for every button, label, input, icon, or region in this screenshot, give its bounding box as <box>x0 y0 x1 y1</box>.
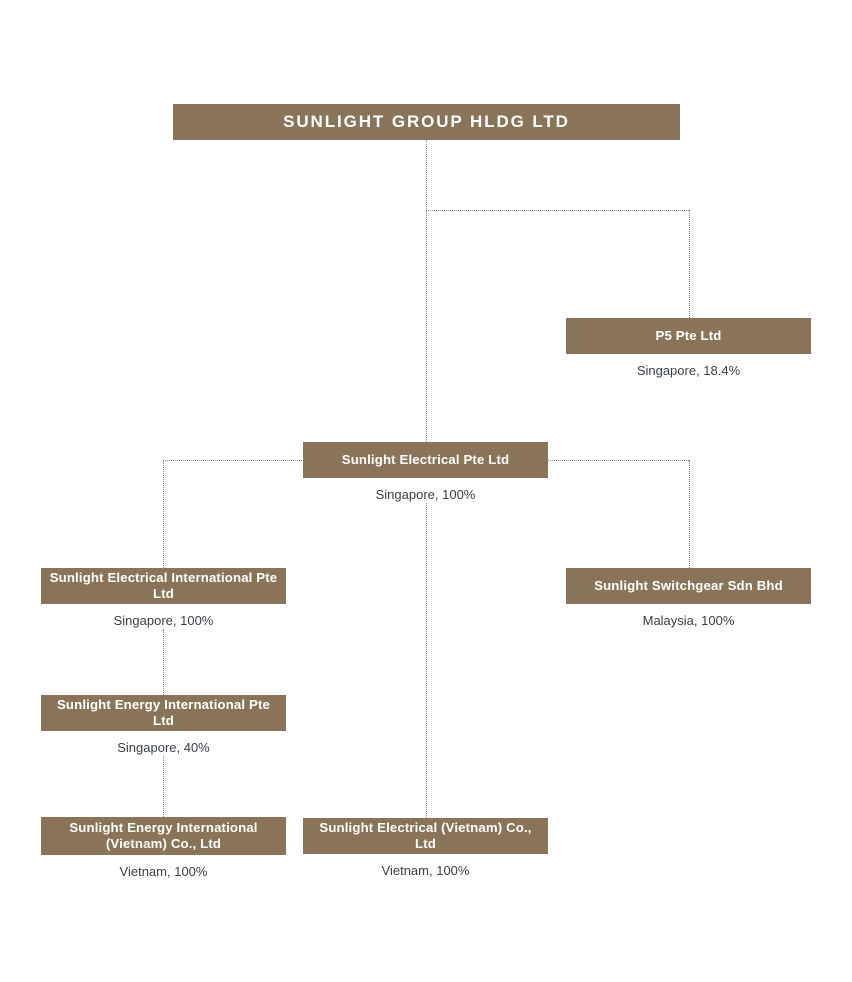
node-sunlight-electrical-pte-ltd[interactable]: Sunlight Electrical Pte Ltd Singapore, 1… <box>303 442 548 503</box>
node-sunlight-energy-international-pte-ltd[interactable]: Sunlight Energy International Pte Ltd Si… <box>41 695 286 756</box>
node-sunlight-switchgear-sdn-bhd[interactable]: Sunlight Switchgear Sdn Bhd Malaysia, 10… <box>566 568 811 629</box>
node-sunlight-energy-international-vietnam-co-ltd[interactable]: Sunlight Energy International (Vietnam) … <box>41 817 286 880</box>
connector-electrical-to-sei <box>163 460 164 568</box>
node-box-label: Sunlight Electrical (Vietnam) Co., Ltd <box>303 818 548 854</box>
connector-electrical-spine-right <box>548 460 689 461</box>
node-box-label: Sunlight Energy International Pte Ltd <box>41 695 286 731</box>
connector-root-stem <box>426 140 427 211</box>
node-box-label: P5 Pte Ltd <box>566 318 811 354</box>
connector-energy-intl-to-vietnam <box>163 756 164 817</box>
node-caption: Malaysia, 100% <box>642 613 735 628</box>
connector-sei-to-energy-intl <box>163 629 164 695</box>
connector-electrical-to-switchgear <box>689 460 690 568</box>
connector-root-to-p5-horizontal <box>426 210 689 211</box>
node-box-label: Sunlight Energy International (Vietnam) … <box>41 817 286 855</box>
node-sunlight-electrical-international-pte-ltd[interactable]: Sunlight Electrical International Pte Lt… <box>41 568 286 629</box>
connector-root-to-electrical <box>426 210 427 442</box>
node-box-label: Sunlight Switchgear Sdn Bhd <box>566 568 811 604</box>
connector-electrical-to-electrical-vietnam <box>426 503 427 818</box>
node-caption: Vietnam, 100% <box>381 863 470 878</box>
node-caption: Singapore, 100% <box>113 613 214 628</box>
node-box-label: Sunlight Electrical Pte Ltd <box>303 442 548 478</box>
node-caption: Singapore, 40% <box>117 740 210 755</box>
connector-electrical-spine-left <box>163 460 304 461</box>
node-sunlight-group-hldg-ltd[interactable]: SUNLIGHT GROUP HLDG LTD <box>173 104 680 140</box>
node-box-label: Sunlight Electrical International Pte Lt… <box>41 568 286 604</box>
node-caption: Singapore, 100% <box>375 487 476 502</box>
node-caption: Vietnam, 100% <box>119 864 208 879</box>
node-caption: Singapore, 18.4% <box>636 363 741 378</box>
node-p5-pte-ltd[interactable]: P5 Pte Ltd Singapore, 18.4% <box>566 318 811 379</box>
node-box-label: SUNLIGHT GROUP HLDG LTD <box>173 104 680 140</box>
connector-p5-drop <box>689 210 690 318</box>
node-sunlight-electrical-vietnam-co-ltd[interactable]: Sunlight Electrical (Vietnam) Co., Ltd V… <box>303 818 548 879</box>
